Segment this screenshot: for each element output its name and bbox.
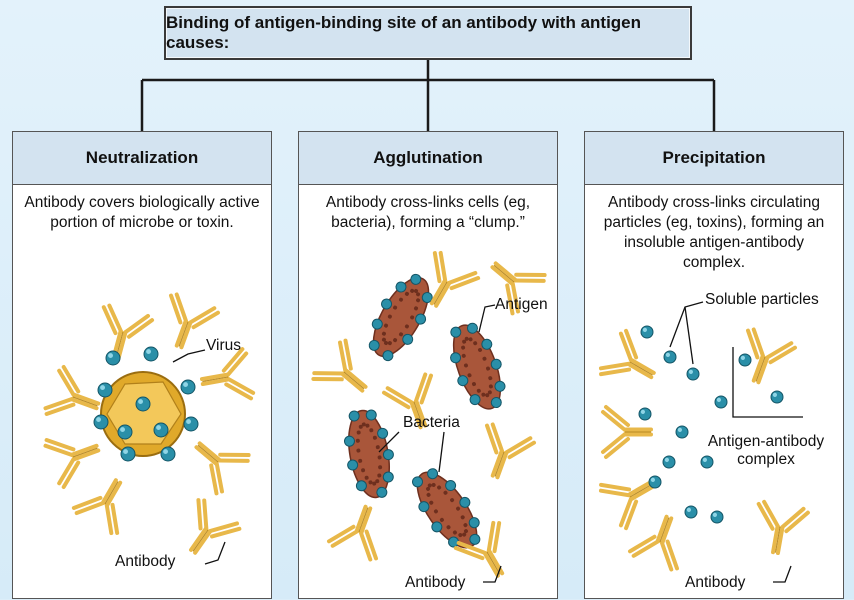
panel-heading: Agglutination <box>299 132 557 185</box>
bacterium-icon <box>343 409 394 499</box>
antibody-icon <box>628 514 679 572</box>
virus-icon <box>100 371 186 457</box>
antigen-icon <box>97 382 113 398</box>
antigen-icon <box>662 455 676 469</box>
leader-line <box>438 431 445 473</box>
antibody-icon <box>601 405 653 459</box>
antigen-icon <box>714 395 728 409</box>
panel-neutralization: Neutralization Antibody covers biologica… <box>12 131 272 599</box>
antigen-icon <box>143 346 159 362</box>
antigen-icon <box>105 350 121 366</box>
antigen-icon <box>160 446 176 462</box>
complex-bracket <box>732 347 803 418</box>
antibody-icon <box>194 441 251 496</box>
antibody-label: Antibody <box>685 574 746 591</box>
bacteria-label: Bacteria <box>403 414 460 431</box>
leader-line <box>483 565 502 583</box>
antibody-icon <box>101 303 155 360</box>
leader-line <box>204 541 226 565</box>
panel-heading: Precipitation <box>585 132 843 185</box>
antigen-label: Antigen <box>495 296 548 313</box>
antibody-icon <box>189 498 242 555</box>
antigen-icon <box>648 475 662 489</box>
leader-line <box>773 565 792 583</box>
panel-description: Antibody cross-links circulating particl… <box>603 194 825 271</box>
antigen-icon <box>135 396 151 412</box>
antigen-icon <box>738 353 752 367</box>
leader-line <box>378 431 400 453</box>
antibody-icon <box>429 250 481 308</box>
antibody-label: Antibody <box>405 574 466 591</box>
complex-label: Antigen-antibody complex <box>707 433 825 468</box>
antigen-icon <box>684 505 698 519</box>
antibody-icon <box>598 328 656 380</box>
antigen-icon <box>640 325 654 339</box>
antigen-icon <box>153 422 169 438</box>
antigen-icon <box>710 510 724 524</box>
antibody-icon <box>746 327 797 385</box>
antibody-label: Antibody <box>115 553 176 570</box>
antigen-icon <box>663 350 677 364</box>
antibody-icon <box>311 338 368 393</box>
antibody-icon <box>43 365 101 416</box>
antibody-icon <box>485 422 536 480</box>
leader-line <box>684 306 694 365</box>
panel-description: Antibody covers biologically active port… <box>24 194 260 231</box>
bacterium-icon <box>412 468 481 549</box>
diagram-title: Binding of antigen-binding site of an an… <box>164 6 692 60</box>
bacterium-icon <box>450 322 506 410</box>
antigen-icon <box>120 446 136 462</box>
leader-line <box>478 304 496 333</box>
bacterium-icon <box>368 273 433 362</box>
antibody-icon <box>756 499 810 556</box>
antigen-icon <box>180 379 196 395</box>
antigen-icon <box>638 407 652 421</box>
panel-description: Antibody cross-links cells (eg, bacteria… <box>325 194 531 231</box>
soluble-particles-label: Soluble particles <box>705 291 819 308</box>
virus-label: Virus <box>206 337 242 354</box>
panel-heading: Neutralization <box>13 132 271 185</box>
antigen-icon <box>686 367 700 381</box>
leader-line <box>669 301 704 348</box>
panel-agglutination: Agglutination Antibody cross-links cells… <box>298 131 558 599</box>
connector-lines <box>140 60 716 131</box>
leader-line <box>172 349 206 363</box>
antigen-icon <box>770 390 784 404</box>
antibody-icon <box>327 504 378 562</box>
antigen-icon <box>117 424 133 440</box>
antigen-icon <box>675 425 689 439</box>
antigen-icon <box>93 414 109 430</box>
antibody-icon <box>199 347 256 401</box>
antibody-icon <box>43 438 101 489</box>
panel-precipitation: Precipitation Antibody cross-links circu… <box>584 131 844 599</box>
antigen-icon <box>183 416 199 432</box>
antibody-icon <box>71 478 123 536</box>
antibody-icon <box>598 479 656 531</box>
